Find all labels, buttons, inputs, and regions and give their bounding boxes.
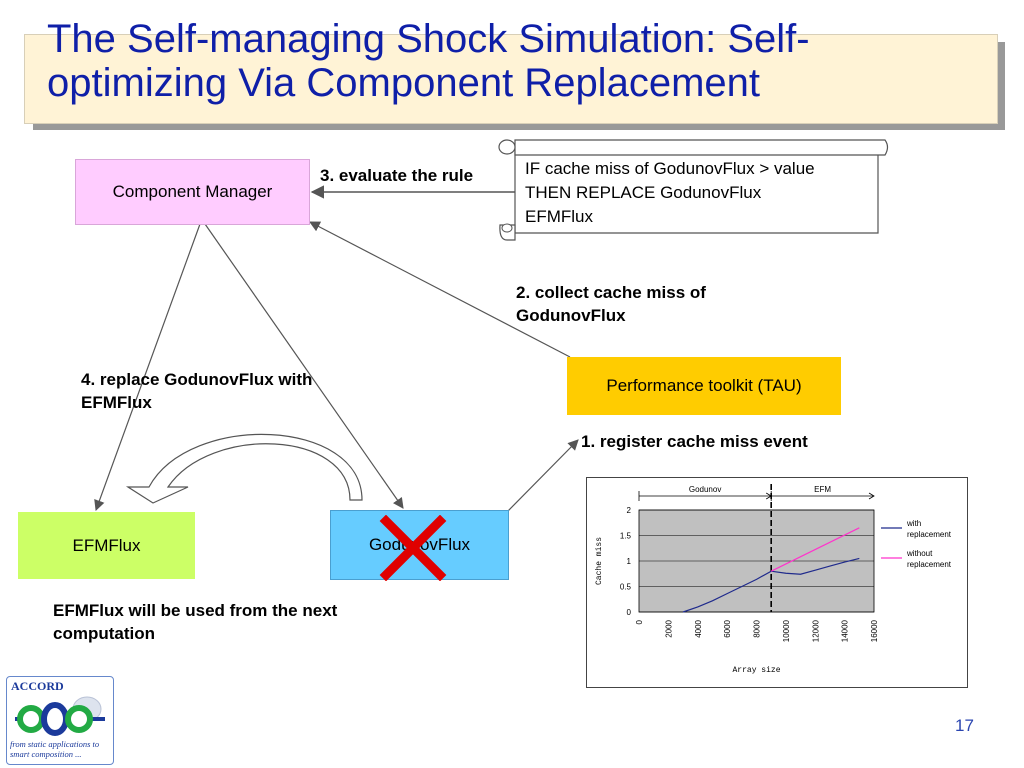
legend-label-1-line2: replacement — [907, 560, 952, 569]
y-axis-label: Cache miss — [595, 537, 604, 585]
x-tick-label: 6000 — [723, 619, 732, 637]
y-tick-label: 2 — [627, 506, 632, 515]
arrow-to-efmflux — [94, 223, 201, 512]
arrow-to-godunovflux — [204, 223, 404, 509]
logo-tagline: from static applications to smart compos… — [10, 739, 100, 759]
title-banner: The Self-managing Shock Simulation: Self… — [24, 17, 998, 124]
y-tick-label: 1.5 — [620, 532, 632, 541]
efmflux-box: EFMFlux — [18, 512, 195, 579]
x-tick-label: 12000 — [811, 619, 820, 642]
rule-scroll-shape — [498, 139, 889, 241]
legend-label-0: with — [906, 519, 921, 528]
step1-label: 1. register cache miss event — [581, 432, 808, 451]
accord-logo: ACCORD from static applications to smart… — [6, 676, 114, 765]
rule-line-3: EFMFlux — [525, 207, 593, 226]
x-tick-label: 14000 — [841, 619, 850, 642]
performance-toolkit-box: Performance toolkit (TAU) — [567, 357, 841, 415]
legend-label-1: without — [906, 549, 933, 558]
region-arrow-head — [868, 492, 875, 500]
rule-line-2: THEN REPLACE GodunovFlux — [525, 183, 762, 202]
arrow-collect-cache-miss — [309, 221, 571, 358]
series-line-1 — [770, 527, 860, 572]
x-axis-label: Array size — [732, 666, 780, 675]
x-tick-label: 16000 — [870, 619, 879, 642]
logo-emblem-icon — [15, 696, 105, 736]
region-label: Godunov — [689, 485, 721, 494]
y-tick-label: 0 — [627, 608, 632, 617]
cache-miss-chart: 0 0.5 1 1.5 2 0 2000 4000 6000 8000 10000 12000 1400… — [586, 477, 968, 688]
x-tick-label: 4000 — [694, 619, 703, 637]
component-manager-box: Component Manager — [75, 159, 310, 225]
arrow-register-event — [506, 439, 579, 513]
step2-label: 2. collect cache miss of GodunovFlux — [516, 283, 706, 325]
series-line-0 — [682, 557, 860, 613]
y-tick-label: 0.5 — [620, 583, 632, 592]
y-tick-label: 1 — [627, 557, 632, 566]
logo-name: ACCORD — [11, 679, 64, 693]
replace-curve-arrow — [125, 433, 363, 504]
x-tick-label: 0 — [635, 619, 644, 624]
region-label: EFM — [814, 485, 831, 494]
legend-label-0-line2: replacement — [907, 530, 952, 539]
step4-label: 4. replace GodunovFlux with EFMFlux — [81, 370, 313, 412]
next-computation-note: EFMFlux will be used from the next compu… — [53, 601, 338, 643]
page-number: 17 — [955, 716, 974, 735]
x-tick-label: 10000 — [782, 619, 791, 642]
rule-line-1: IF cache miss of GodunovFlux > value — [525, 159, 815, 178]
cache-miss-chart-svg: 0 0.5 1 1.5 2 0 2000 4000 6000 8000 10000 12000 1400… — [595, 484, 952, 675]
slide-title: The Self-managing Shock Simulation: Self… — [47, 17, 810, 105]
red-cross-icon — [379, 515, 447, 581]
x-tick-label: 2000 — [664, 619, 673, 637]
step3-label: 3. evaluate the rule — [320, 166, 474, 185]
rule-scroll-text: IF cache miss of GodunovFlux > value THE… — [525, 157, 875, 229]
x-tick-label: 8000 — [753, 619, 762, 637]
